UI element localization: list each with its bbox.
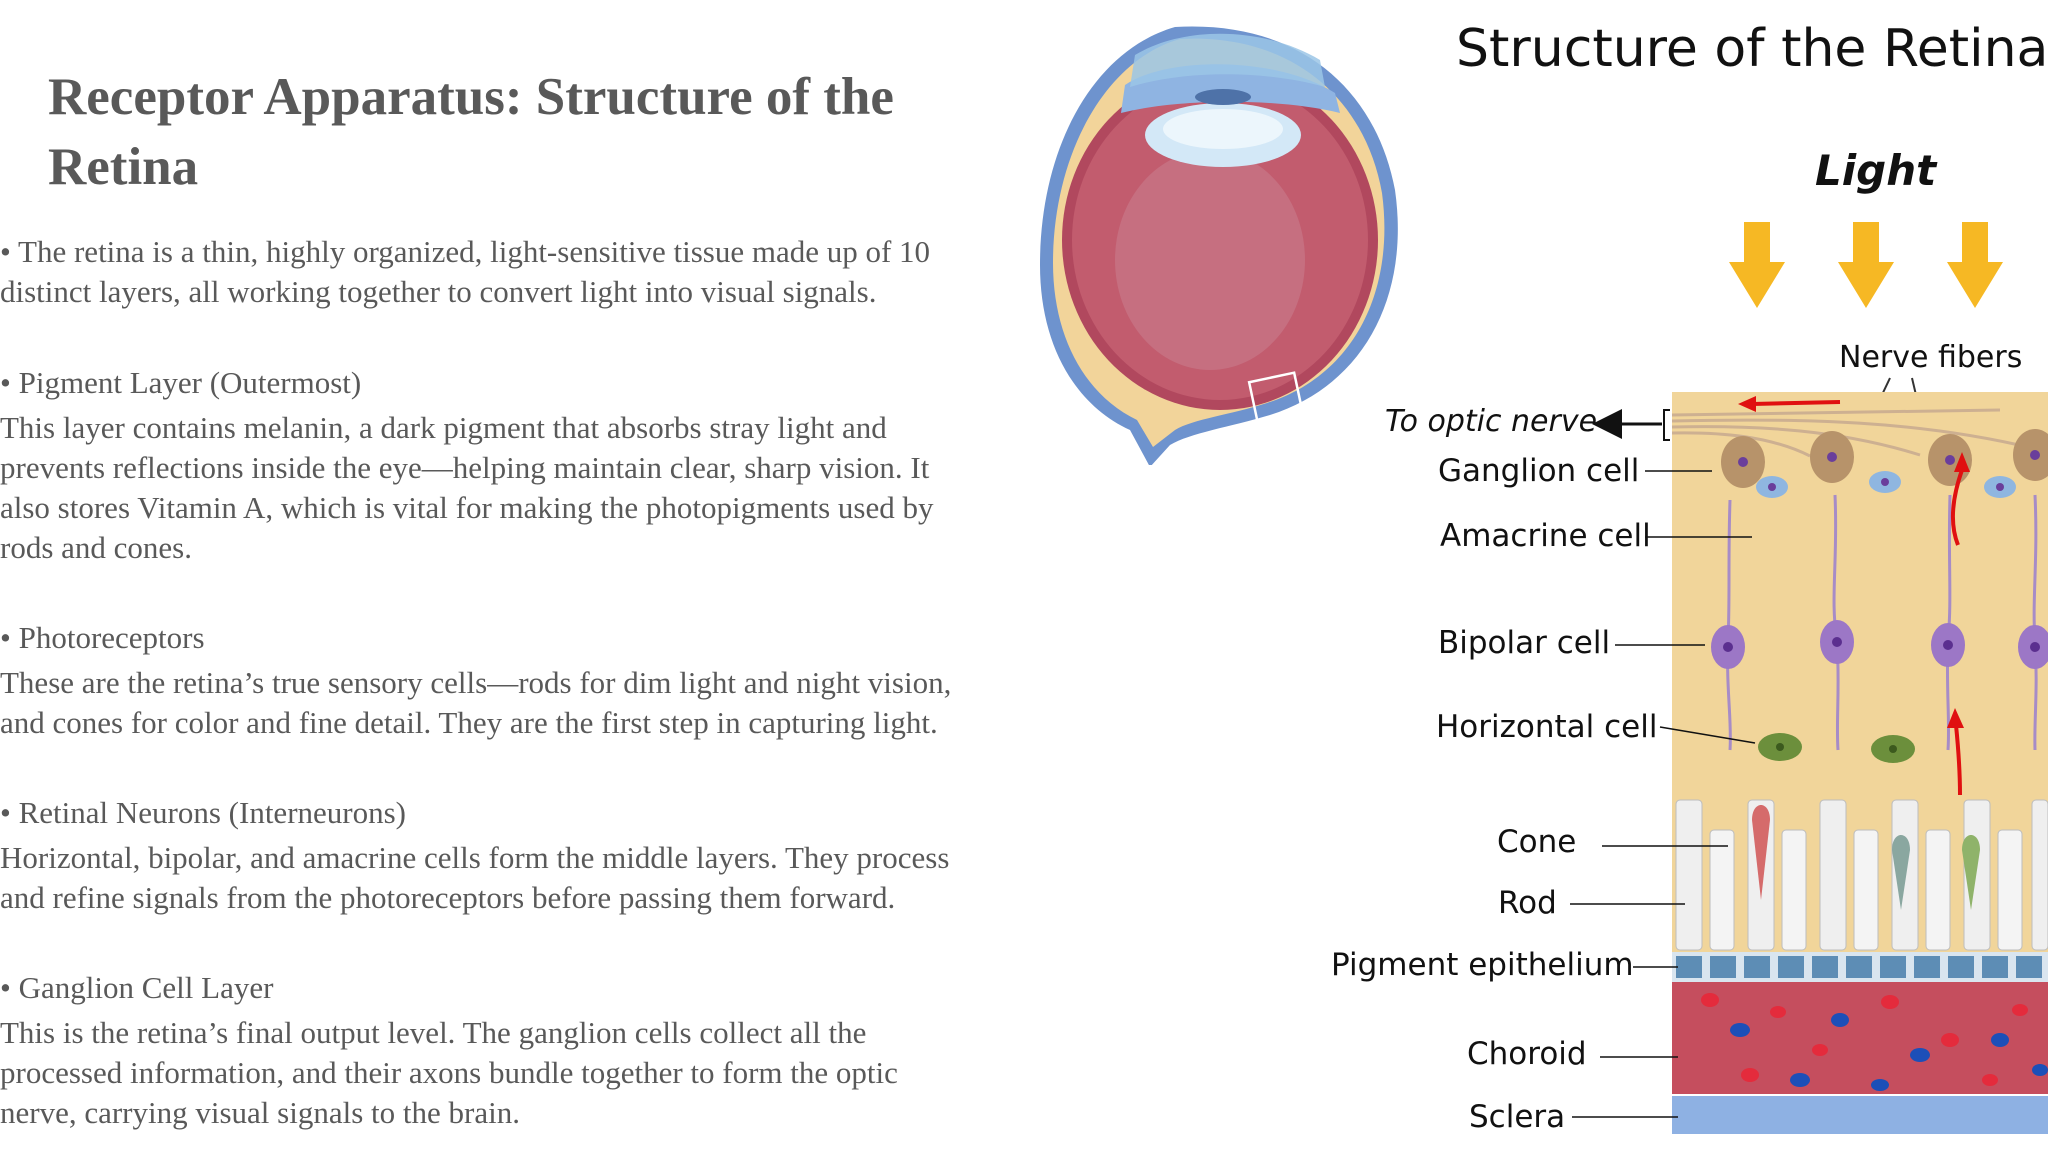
retina-structure-illustration: Structure of the Retina Light Nerve fibe…: [1331, 19, 2048, 1135]
label-choroid: Choroid: [1467, 1036, 1587, 1072]
ganglion-line-1: This is the retina’s final output level.…: [0, 1015, 867, 1050]
optic-nerve-label: To optic nerve: [1385, 404, 1597, 439]
nerve-fibers-label: Nerve fibers: [1839, 340, 2022, 375]
ganglion-layer-heading: • Ganglion Cell Layer: [0, 970, 274, 1005]
bipolar-cells: [1711, 620, 2048, 669]
slide-title: Receptor Apparatus: Structure of the Ret…: [48, 68, 894, 196]
section-intro: • The retina is a thin, highly organized…: [0, 232, 930, 312]
pigment-layer-heading: • Pigment Layer (Outermost): [0, 365, 362, 400]
pigment-line-1: This layer contains melanin, a dark pigm…: [0, 410, 887, 445]
retinal-neurons-line-2: and refine signals from the photorecepto…: [0, 880, 896, 915]
horizontal-cells: [1758, 733, 1915, 763]
eyeball-illustration: [1040, 26, 1398, 465]
label-ganglion-cell: Ganglion cell: [1438, 453, 1639, 489]
intro-line-1: • The retina is a thin, highly organized…: [0, 234, 931, 269]
photoreceptors-heading: • Photoreceptors: [0, 620, 205, 655]
section-ganglion-layer: • Ganglion Cell Layer This is the retina…: [0, 968, 898, 1133]
pigment-line-4: rods and cones.: [0, 530, 192, 565]
intro-line-2: distinct layers, all working together to…: [0, 274, 877, 309]
retinal-neurons-line-1: Horizontal, bipolar, and amacrine cells …: [0, 840, 950, 875]
retinal-neurons-heading: • Retinal Neurons (Interneurons): [0, 795, 406, 830]
light-label: Light: [1815, 146, 1938, 195]
layer-labels: Ganglion cell Amacrine cell Bipolar cell…: [1331, 453, 1756, 1135]
photoreceptors-line-2: and cones for color and fine detail. The…: [0, 705, 938, 740]
section-pigment-layer: • Pigment Layer (Outermost) This layer c…: [0, 363, 934, 568]
ganglion-line-3: nerve, carrying visual signals to the br…: [0, 1095, 520, 1130]
amacrine-cells: [1756, 471, 2016, 498]
ganglion-line-2: processed information, and their axons b…: [0, 1055, 898, 1090]
section-photoreceptors: • Photoreceptors These are the retina’s …: [0, 618, 951, 743]
label-amacrine-cell: Amacrine cell: [1440, 518, 1651, 554]
label-rod: Rod: [1498, 885, 1557, 921]
section-retinal-neurons: • Retinal Neurons (Interneurons) Horizon…: [0, 793, 949, 918]
light-arrows: [1729, 222, 2003, 308]
photoreceptor-layer: [1675, 799, 2048, 951]
figure-title: Structure of the Retina: [1456, 19, 2048, 79]
sclera-layer: [1672, 1096, 2048, 1134]
label-bipolar-cell: Bipolar cell: [1438, 625, 1610, 661]
label-horizontal-cell: Horizontal cell: [1436, 709, 1657, 745]
pigment-line-2: prevents reflections inside the eye—help…: [0, 450, 930, 485]
label-sclera: Sclera: [1469, 1099, 1565, 1135]
photoreceptors-line-1: These are the retina’s true sensory cell…: [0, 665, 952, 700]
label-pigment-epithelium: Pigment epithelium: [1331, 947, 1634, 983]
pigment-line-3: also stores Vitamin A, which is vital fo…: [0, 490, 934, 525]
label-cone: Cone: [1497, 824, 1576, 860]
